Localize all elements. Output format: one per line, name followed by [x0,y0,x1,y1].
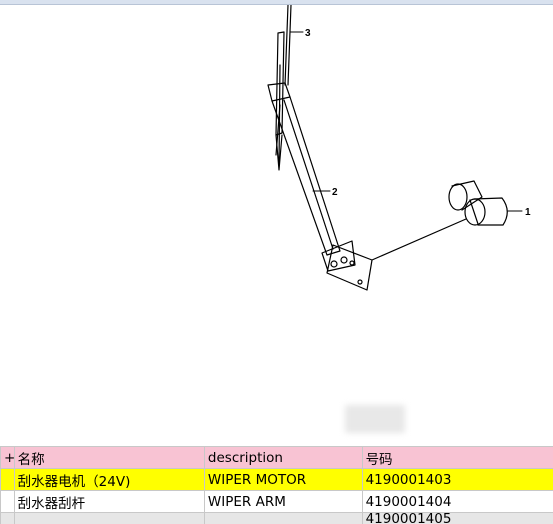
header-part-number: 号码 [361,446,553,469]
wiper-assembly-drawing: 3 2 1 [267,5,531,291]
window-top-edge [0,0,553,5]
blurred-watermark [345,405,405,433]
cell-description[interactable]: WIPER MOTOR [203,468,363,491]
callout-1: 1 [525,207,531,218]
row-marker [0,468,15,491]
cell-part-number[interactable]: 4190001405 [361,512,553,524]
callout-3: 3 [305,28,311,39]
header-description: description [203,446,363,469]
table-row[interactable]: 刮水器刮杆 WIPER ARM 4190001404 [0,490,553,513]
cell-description[interactable] [203,512,363,524]
row-marker [0,490,15,513]
bracket-plate-part [326,244,373,291]
wiper-arm-part [267,82,356,272]
table-row[interactable]: 刮水器电机（24V) WIPER MOTOR 4190001403 [0,468,553,491]
cell-name[interactable]: 刮水器电机（24V) [13,468,205,491]
table-row[interactable]: 4190001405 [0,512,553,524]
callout-2: 2 [332,187,338,198]
row-marker [0,512,15,524]
cell-part-number[interactable]: 4190001403 [361,468,553,491]
parts-table: + 名称 description 号码 刮水器电机（24V) WIPER MOT… [0,446,553,524]
cell-description[interactable]: WIPER ARM [203,490,363,513]
cell-name[interactable] [13,512,205,524]
header-marker: + [0,446,15,469]
wiper-blade-part [275,5,292,171]
cell-name[interactable]: 刮水器刮杆 [13,490,205,513]
connecting-shaft [371,218,467,261]
header-name: 名称 [13,446,205,469]
wiper-motor-part [448,180,508,226]
table-header-row: + 名称 description 号码 [0,446,553,469]
cell-part-number[interactable]: 4190001404 [361,490,553,513]
